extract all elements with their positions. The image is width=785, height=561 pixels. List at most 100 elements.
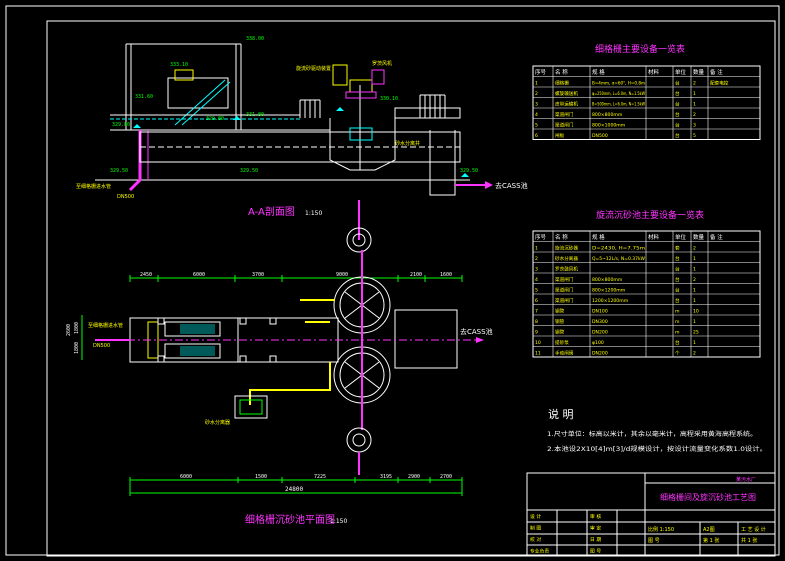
label-inlet-size: DN500 — [117, 194, 134, 200]
dim-total: 24800 — [285, 486, 303, 493]
label-blower: 罗茨风机 — [372, 60, 392, 67]
table2-cell: 台 — [675, 339, 680, 346]
outlet-channel — [394, 107, 461, 119]
tb-row-cell: 图 号 — [590, 549, 601, 555]
table2-cell: m — [675, 320, 680, 325]
table2-header-cell: 备 注 — [710, 233, 723, 241]
table2-cell: 1 — [693, 267, 696, 273]
dim-ticks-bottom — [129, 477, 463, 496]
table2-cell: 10 — [535, 340, 541, 346]
table2-cell: 3 — [535, 267, 538, 273]
table1-header-cell: 材料 — [648, 68, 660, 76]
screen-channels — [147, 321, 221, 359]
table2-cell: 个 — [675, 351, 680, 357]
elev-7: 330.10 — [380, 96, 398, 102]
title-block-rows: 设 计审 核制 图审 定校 对日 期专业负责图 号 — [530, 513, 601, 555]
tb-cell-2: A2图 — [703, 527, 715, 533]
dim-bottom-6: 2700 — [440, 474, 452, 480]
tb-row-cell: 审 定 — [590, 525, 601, 532]
outlet-arrow-icon — [485, 181, 493, 189]
table2-cell: m — [675, 331, 680, 336]
elev-1: 338.00 — [246, 36, 264, 42]
table1-title: 细格栅主要设备一览表 — [595, 43, 685, 55]
screen-platform — [167, 77, 229, 109]
sand-well-top-inner — [352, 233, 366, 247]
label-sand-well: 砂水分离井 — [395, 140, 420, 147]
tb-cell-5: 第 1 张 — [703, 537, 719, 544]
table1-cell: 6 — [535, 133, 538, 139]
table2-cell: 1 — [693, 288, 696, 294]
elev-2: 333.10 — [170, 62, 188, 68]
table2-cell: 渠道闸门 — [555, 276, 574, 283]
inlet-pipe — [128, 130, 142, 192]
table1-cell: 台 — [675, 122, 680, 129]
table2-cell: 2 — [693, 246, 696, 252]
tb-cell-1: 比例 1:150 — [648, 526, 674, 533]
table2-cell: 5 — [535, 288, 538, 294]
dim-top-1: 2450 — [140, 272, 152, 278]
elev-6: 329.80 — [206, 116, 224, 122]
table1-cell: 皮带运输机 — [555, 101, 578, 108]
project-name: 某污水厂 — [736, 476, 756, 483]
elev-10: 329.50 — [460, 168, 478, 174]
table1-cell: DN500 — [592, 133, 608, 139]
tb-row-cell: 制 图 — [530, 525, 541, 532]
table2-cell: m — [675, 310, 680, 315]
table2-header-cell: 数量 — [693, 233, 705, 241]
table2-cell: 台 — [675, 276, 680, 283]
sand-separator-inner — [239, 399, 263, 415]
plan-label-outlet: 去CASS池 — [460, 327, 493, 336]
table2-cell: 11 — [535, 351, 541, 357]
table2-cell: DN100 — [592, 309, 608, 315]
tb-cell-6: 共 1 张 — [741, 537, 757, 544]
table1-cell: 5 — [535, 123, 538, 129]
plan-label-inlet-size: DN500 — [93, 343, 110, 349]
sand-separator — [234, 395, 268, 419]
table2-cell: 7 — [535, 309, 538, 315]
drive-base — [345, 91, 377, 99]
dim-top-6: 1600 — [440, 272, 452, 278]
table1-header-cell: 备 注 — [710, 68, 723, 76]
elev-4: 329.80 — [112, 122, 130, 128]
dim-bottom-3: 7225 — [314, 474, 326, 480]
outer-frame — [5, 5, 780, 556]
elev-8: 329.50 — [110, 168, 128, 174]
table1-cell: 800×800mm — [592, 112, 623, 118]
table1-header-cell: 单位 — [675, 68, 687, 76]
dim-left-3: 1800 — [74, 342, 80, 354]
table2-cell: 2 — [693, 277, 696, 283]
table2-cell: DN300 — [592, 319, 608, 325]
table1-header-cell: 序号 — [535, 68, 547, 76]
table2-cell: 旋流沉砂器 — [555, 245, 578, 252]
table2-cell: 8 — [535, 319, 538, 325]
dim-left-2: 1800 — [74, 322, 80, 334]
screen-drive — [174, 69, 194, 81]
table1-cell: φ=250mm, L=6.0m, N=1.5kW — [592, 91, 645, 97]
section-a-a: 338.00 333.10 331.60 329.80 331.80 329.8… — [76, 36, 528, 218]
design-notes: 说 明 1.尺寸单位：标高以米计，其余以毫米计，高程采用黄海高程系统。 2.本池… — [547, 407, 767, 453]
elevation-markers — [133, 107, 469, 177]
tb-row-cell: 校 对 — [530, 536, 541, 543]
dim-bottom-1: 6000 — [180, 474, 192, 480]
sand-well-top — [346, 227, 372, 253]
notes-line-1: 1.尺寸单位：标高以米计，其余以毫米计，高程采用黄海高程系统。 — [547, 430, 757, 438]
table1-cell: 4 — [535, 112, 538, 118]
air-pipes — [249, 299, 335, 405]
table2-cell: 手动闸阀 — [555, 350, 574, 357]
table2-header-cell: 规 格 — [592, 233, 605, 241]
blower-unit — [332, 64, 348, 86]
tb-row-cell: 审 核 — [590, 513, 601, 520]
dim-bottom-4: 3195 — [380, 474, 392, 480]
table1-cell: 台 — [675, 90, 680, 97]
table2-cell: 1 — [693, 340, 696, 346]
table1-cell: 渠道闸门 — [555, 122, 574, 129]
table1-cell: 5 — [693, 133, 696, 139]
table2-cell: 1 — [535, 246, 538, 252]
plan-title: 细格栅沉砂池平面图 — [245, 513, 335, 526]
label-inlet-pipe: 至细格栅进水管 — [76, 183, 111, 190]
tb-cell-3: 工 艺 设 计 — [741, 526, 766, 533]
grit-chamber — [329, 118, 396, 171]
table2-cell: 钢管 — [555, 329, 565, 336]
tb-row-cell: 日 期 — [590, 537, 601, 543]
table2-cell: 砂水分离器 — [555, 255, 578, 262]
